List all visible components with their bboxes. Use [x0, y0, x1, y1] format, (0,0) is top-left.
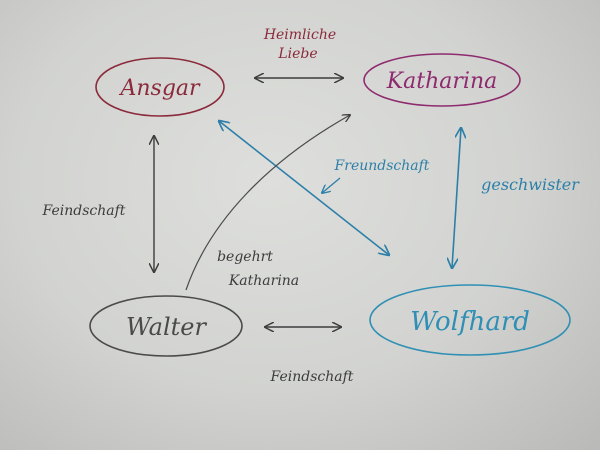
label-feindschaft-bottom: Feindschaft — [270, 369, 354, 385]
label-heimliche: Heimliche — [263, 27, 336, 43]
node-katharina-ellipse — [363, 53, 521, 107]
edge-katharina-wolfhard — [452, 128, 461, 268]
node-walter-label: Walter — [126, 313, 207, 341]
node-wolfhard-ellipse — [369, 284, 571, 356]
node-katharina-label: Katharina — [386, 69, 498, 94]
label-geschwister: geschwister — [481, 175, 580, 194]
label-freundschaft: Freundschaft — [334, 158, 430, 174]
edge-ansgar-wolfhard — [219, 121, 389, 255]
node-walter-ellipse — [89, 295, 243, 357]
node-ansgar-ellipse — [95, 57, 225, 117]
node-ansgar-label: Ansgar — [118, 76, 201, 101]
label-liebe: Liebe — [277, 46, 317, 62]
freundschaft-pointer — [322, 177, 341, 193]
node-wolfhard-label: Wolfhard — [410, 307, 530, 337]
label-begehrt: begehrt — [217, 249, 273, 265]
label-katharina-small: Katharina — [228, 273, 299, 289]
label-feindschaft-left: Feindschaft — [42, 203, 126, 219]
edge-walter-katharina — [185, 115, 350, 291]
